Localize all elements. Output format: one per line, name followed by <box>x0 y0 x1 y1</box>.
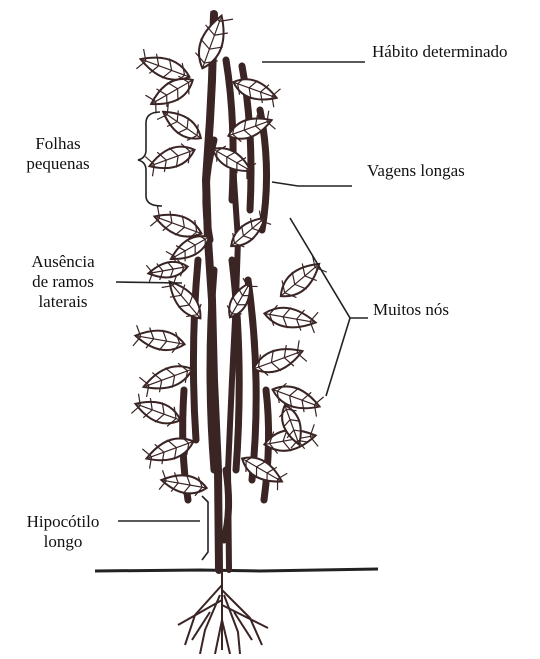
label-muitos-nos: Muitos nós <box>373 300 449 320</box>
leader-ausencia <box>116 282 182 283</box>
ground-line <box>95 569 378 571</box>
leaf <box>145 140 198 176</box>
label-vagens-longas: Vagens longas <box>367 161 465 181</box>
pod <box>193 260 198 440</box>
label-line: Folhas <box>8 134 108 154</box>
label-line: Hipocótilo <box>8 512 118 532</box>
bracket-muitos-nos <box>290 218 350 396</box>
leaf <box>274 255 327 305</box>
leaf <box>230 73 280 107</box>
label-line: de ramos <box>8 272 118 292</box>
leaf <box>159 470 208 497</box>
label-line: longo <box>8 532 118 552</box>
pod <box>210 270 214 470</box>
label-folhas-pequenas: Folhas pequenas <box>8 134 108 174</box>
label-line: pequenas <box>8 154 108 174</box>
leaf <box>146 258 189 282</box>
label-habito-determinado: Hábito determinado <box>372 42 508 62</box>
label-line: laterais <box>8 292 118 312</box>
roots <box>178 571 268 654</box>
leaf <box>131 394 184 430</box>
leaf <box>139 359 196 397</box>
leaf <box>237 450 287 490</box>
pod <box>248 280 256 480</box>
leaf <box>263 303 318 333</box>
pod <box>224 470 229 540</box>
label-hipocotilo-longo: Hipocótilo longo <box>8 512 118 552</box>
leaf <box>133 325 186 354</box>
label-ausencia-ramos: Ausência de ramos laterais <box>8 252 118 312</box>
label-line: Ausência <box>8 252 118 272</box>
leaf <box>157 103 206 146</box>
leaf <box>142 432 197 469</box>
leader-vagens <box>272 182 352 186</box>
